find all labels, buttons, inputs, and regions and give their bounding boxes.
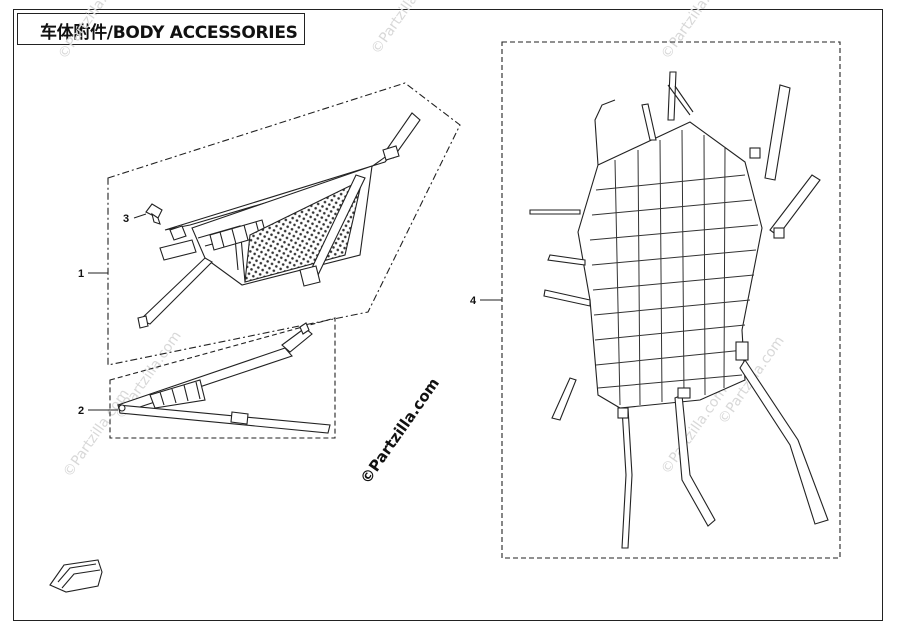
cargo-net-grid	[589, 129, 759, 406]
cargo-net-body	[577, 121, 763, 409]
title-box: 车体附件/BODY ACCESSORIES	[17, 13, 305, 45]
callout-3: 3	[123, 213, 129, 225]
callout-4: 4	[470, 295, 477, 307]
watermark-faint: ©Partzilla.com	[368, 0, 441, 57]
watermark-main: ©Partzilla.com	[357, 374, 443, 487]
part-3-clip	[145, 203, 163, 225]
part-2-enclosure	[109, 317, 336, 439]
mesh-panel	[244, 178, 363, 283]
page-frame	[13, 9, 883, 621]
watermark-faint: ©Partzilla.com	[658, 0, 731, 62]
callout-leaders	[88, 213, 502, 411]
part-1-side-net	[107, 82, 461, 366]
part-2-lower-strap	[109, 317, 336, 439]
part-1-enclosure	[107, 82, 461, 366]
front-arrow-icon	[49, 559, 103, 593]
part-4-cargo-net	[501, 41, 841, 559]
watermark-faint: ©Partzilla.com	[55, 0, 128, 62]
callout-1: 1	[78, 268, 84, 280]
callout-2: 2	[78, 405, 84, 417]
page-title: 车体附件/BODY ACCESSORIES	[40, 23, 298, 43]
